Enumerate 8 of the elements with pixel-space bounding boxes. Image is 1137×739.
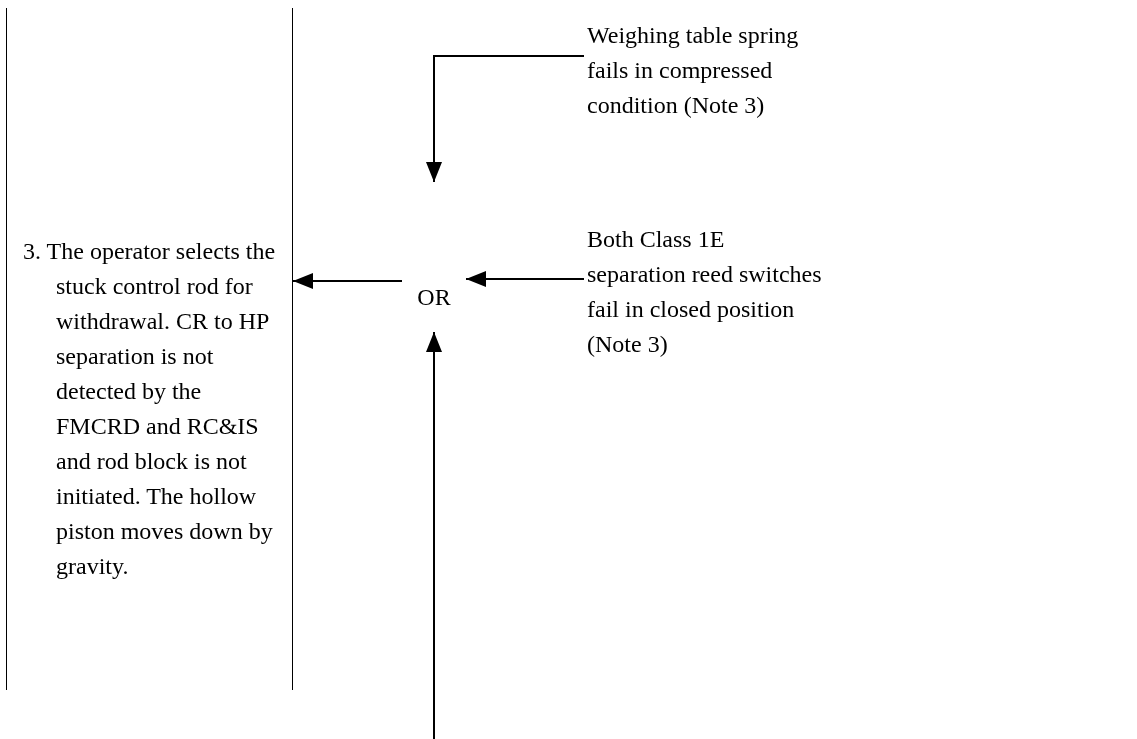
step-column: 3. The operator selects the stuck control rod for withdrawal. CR to HP separation is not detected by the FMCRD and RC&IS and rod block is not initiated. The hollow piston moves down by gravity. <box>6 8 293 690</box>
arrow <box>426 55 585 183</box>
or-gate-label: OR <box>402 182 466 332</box>
arrow <box>465 271 585 287</box>
arrow <box>426 331 442 739</box>
arrow <box>292 273 403 289</box>
event-text: Weighing table spring fails in compressed condition (Note 3) <box>587 18 827 158</box>
event-text: Both Class 1E separation reed switches fail in closed position (Note 3) <box>587 222 827 397</box>
